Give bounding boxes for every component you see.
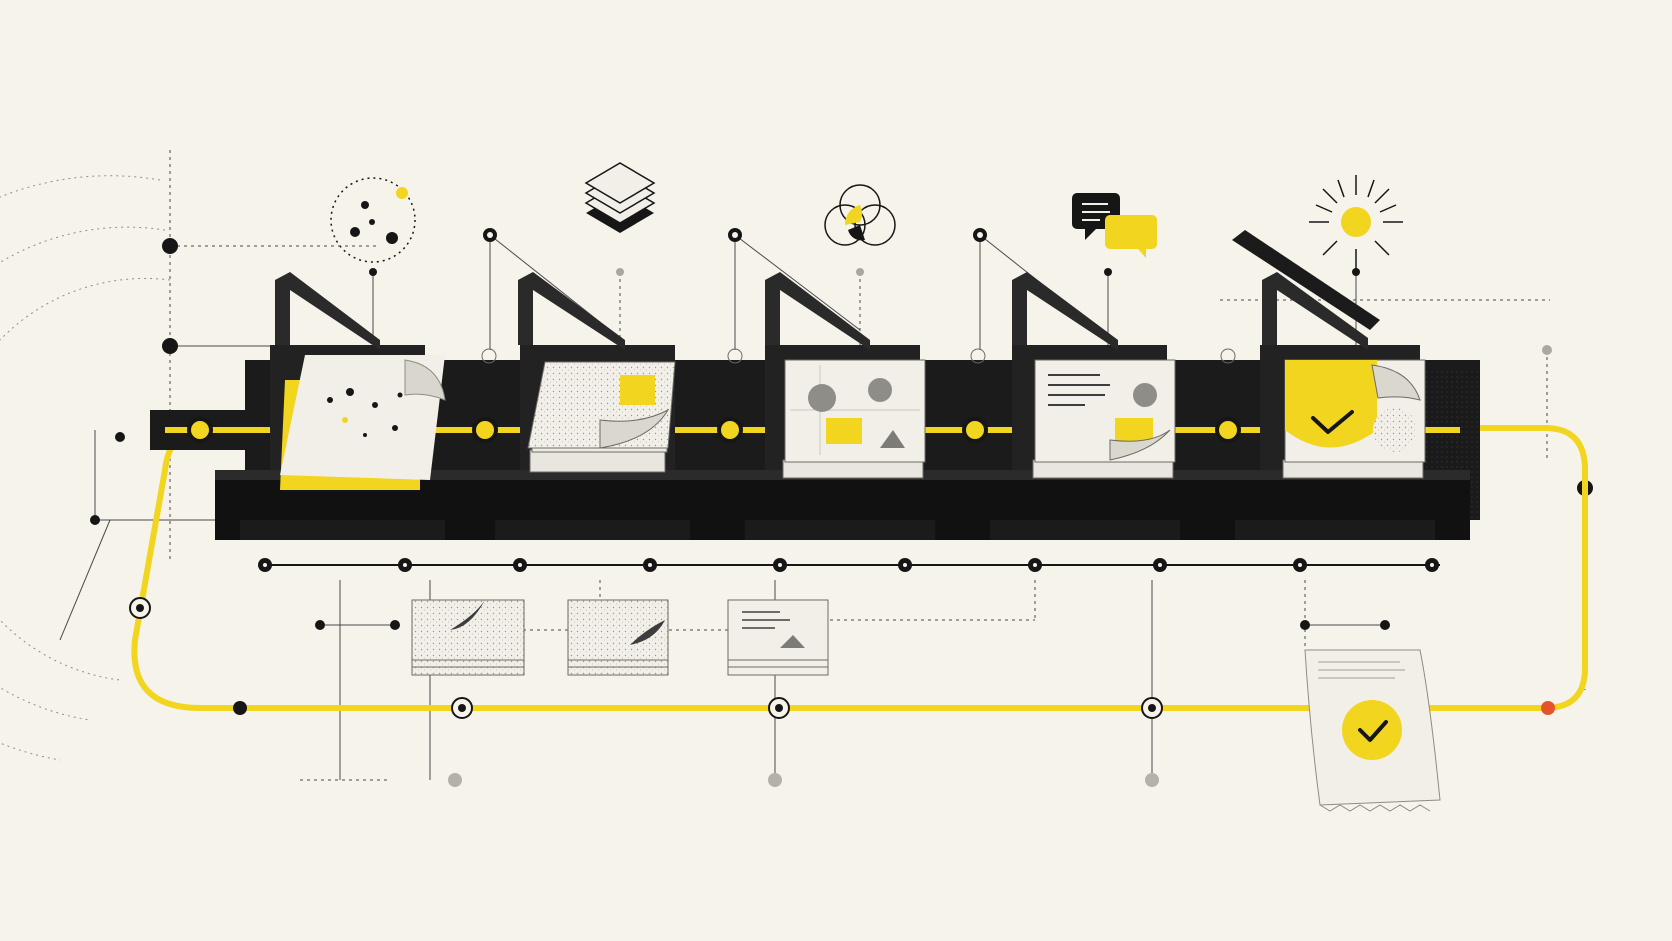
checkmark-badge-icon — [1342, 700, 1402, 760]
sun-burst-icon — [1309, 175, 1403, 269]
loop-nodes — [129, 597, 1555, 719]
approved-receipt — [1304, 649, 1441, 812]
stacked-layers-icon — [584, 162, 656, 233]
press-arm — [1232, 230, 1380, 330]
approved-document — [1282, 359, 1426, 479]
stage-3-press — [745, 272, 935, 540]
checkmark-icon — [1311, 410, 1354, 434]
scattered-data-document — [280, 355, 446, 490]
checkmark-icon — [1358, 720, 1388, 742]
shapes-layout-document — [782, 359, 926, 479]
schematic-nodes — [90, 228, 1593, 787]
paper-stack-2 — [567, 599, 669, 676]
stage-2-press — [495, 272, 690, 540]
paper-stack-3 — [727, 599, 829, 676]
stage-5-press — [1232, 230, 1435, 540]
edited-text-document — [1032, 359, 1176, 479]
venn-diagram-icon — [824, 184, 896, 246]
press-arm — [275, 272, 380, 350]
dense-text-stack — [527, 361, 676, 473]
wheel-row — [258, 558, 1440, 572]
press-arm — [765, 272, 870, 350]
press-arm — [518, 272, 625, 350]
scatter-dots-icon — [330, 177, 416, 263]
icon-connector-nodes — [481, 348, 1236, 364]
decorative-arcs — [0, 175, 171, 761]
stage-1-press — [240, 272, 446, 540]
stage-4-press — [990, 272, 1180, 540]
alert-node — [1541, 701, 1555, 715]
press-arm — [1262, 272, 1368, 350]
track-nodes — [187, 417, 1241, 443]
yellow-return-loop — [131, 425, 1588, 711]
press-arm — [1012, 272, 1118, 350]
chat-bubbles-icon — [1072, 193, 1157, 258]
paper-stack-1 — [411, 599, 525, 676]
